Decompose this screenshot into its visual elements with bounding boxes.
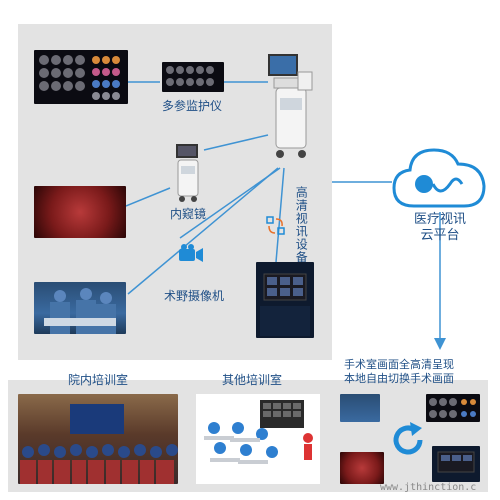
monitor-screen-image [34, 50, 128, 104]
endoscope-label: 内窥镜 [170, 207, 207, 221]
watermark: www.jthinction.c [380, 482, 477, 493]
cloud-icon [392, 148, 486, 208]
other-training-illustration [196, 394, 320, 484]
workstation-cart-image [268, 54, 313, 158]
internal-training-photo [18, 394, 178, 484]
sync-icon [266, 216, 285, 235]
room-other-label: 其他培训室 [222, 373, 283, 387]
hd-device-label: 高清视讯设备 [294, 186, 309, 264]
switch-screen-hd [432, 446, 480, 482]
camera-label: 术野摄像机 [164, 289, 225, 303]
room-internal-label: 院内培训室 [68, 373, 129, 387]
switch-screen-ct [426, 394, 480, 422]
arrow-down-icon [434, 338, 446, 350]
monitor-label: 多参监护仪 [162, 99, 223, 113]
endoscope-view-image [34, 186, 126, 238]
switch-screen-endoscope [340, 452, 384, 484]
cloud-platform-label: 医疗视讯 云平台 [413, 212, 466, 244]
refresh-icon [393, 422, 423, 455]
endoscope-cart-image [176, 144, 199, 202]
caption-label: 手术室画面全高清呈现 本地自由切换手术画面 [344, 358, 454, 386]
hd-device-screen-image [256, 262, 314, 338]
camera-icon [179, 244, 203, 262]
surgical-field-image [34, 282, 126, 334]
switch-screen-surgical [340, 394, 380, 422]
monitor-scan-thumbnail [162, 62, 224, 92]
